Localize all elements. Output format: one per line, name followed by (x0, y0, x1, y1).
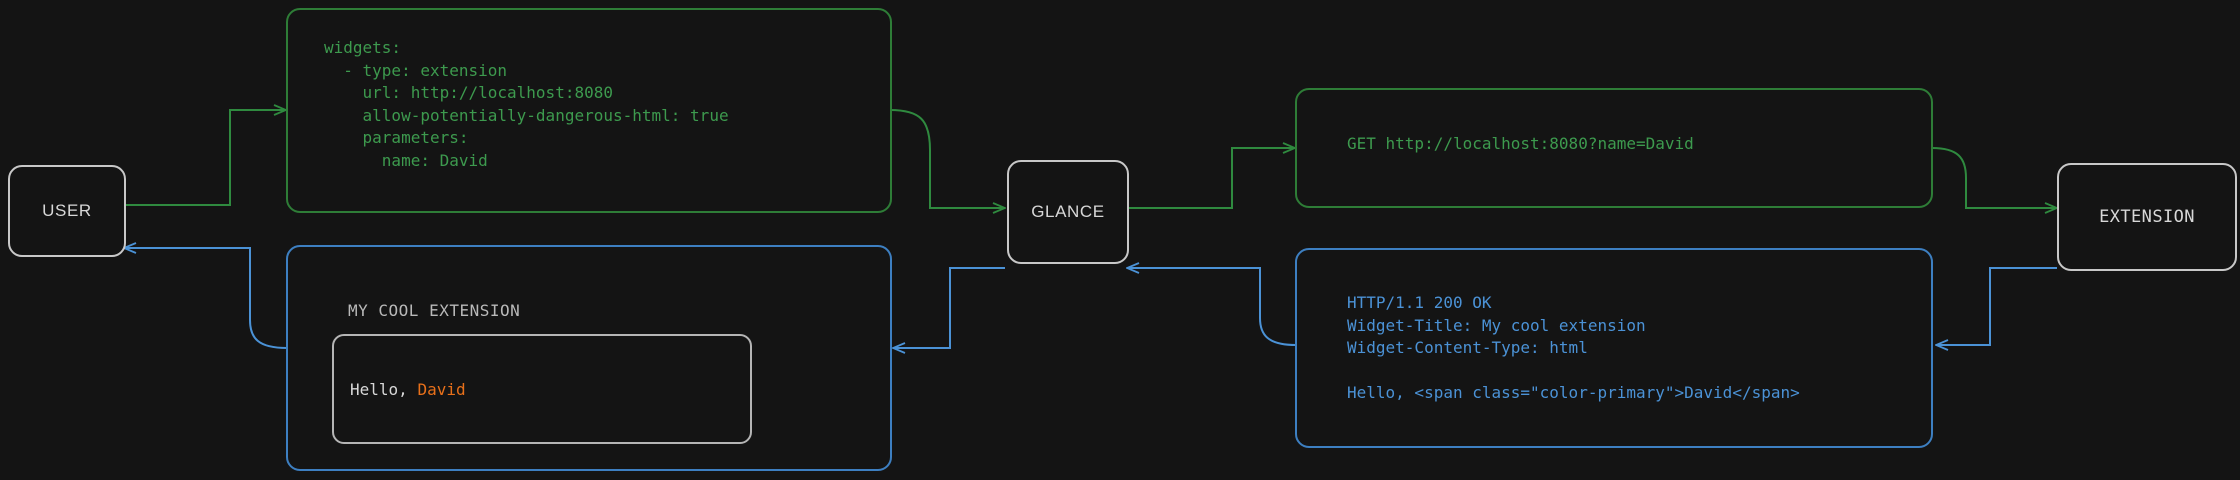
node-extension-label: EXTENSION (2099, 207, 2195, 227)
widget-preview-greeting: Hello, (350, 379, 418, 399)
edge-user-to-yaml (122, 110, 286, 206)
widget-preview-box[interactable]: MY COOL EXTENSION Hello, David (286, 245, 892, 471)
node-user-label: USER (42, 201, 92, 220)
yaml-config-box[interactable]: widgets: - type: extension url: http://l… (286, 8, 892, 213)
node-user[interactable]: USER (8, 165, 126, 257)
http-response-text: HTTP/1.1 200 OK Widget-Title: My cool ex… (1347, 293, 1800, 402)
edge-extension-to-response (1936, 267, 2057, 345)
yaml-config-text: widgets: - type: extension url: http://l… (324, 38, 729, 170)
widget-preview-body: Hello, David (334, 380, 466, 399)
node-extension[interactable]: EXTENSION (2057, 163, 2237, 271)
http-request-box[interactable]: GET http://localhost:8080?name=David (1295, 88, 1933, 208)
edge-yaml-to-glance (889, 109, 1005, 208)
edge-response-to-glance (1127, 268, 1297, 346)
widget-preview-title: MY COOL EXTENSION (348, 301, 521, 320)
edge-widget-to-user (124, 248, 288, 349)
edge-request-to-extension (1931, 147, 2057, 208)
widget-preview-name: David (417, 379, 466, 399)
node-glance[interactable]: GLANCE (1007, 160, 1129, 264)
http-request-text: GET http://localhost:8080?name=David (1347, 134, 1694, 153)
edge-glance-to-request (1124, 148, 1295, 209)
http-response-box[interactable]: HTTP/1.1 200 OK Widget-Title: My cool ex… (1295, 248, 1933, 448)
widget-preview-inner[interactable]: Hello, David (332, 334, 752, 444)
node-glance-label: GLANCE (1031, 202, 1105, 221)
edge-glance-to-widget (893, 267, 1005, 348)
